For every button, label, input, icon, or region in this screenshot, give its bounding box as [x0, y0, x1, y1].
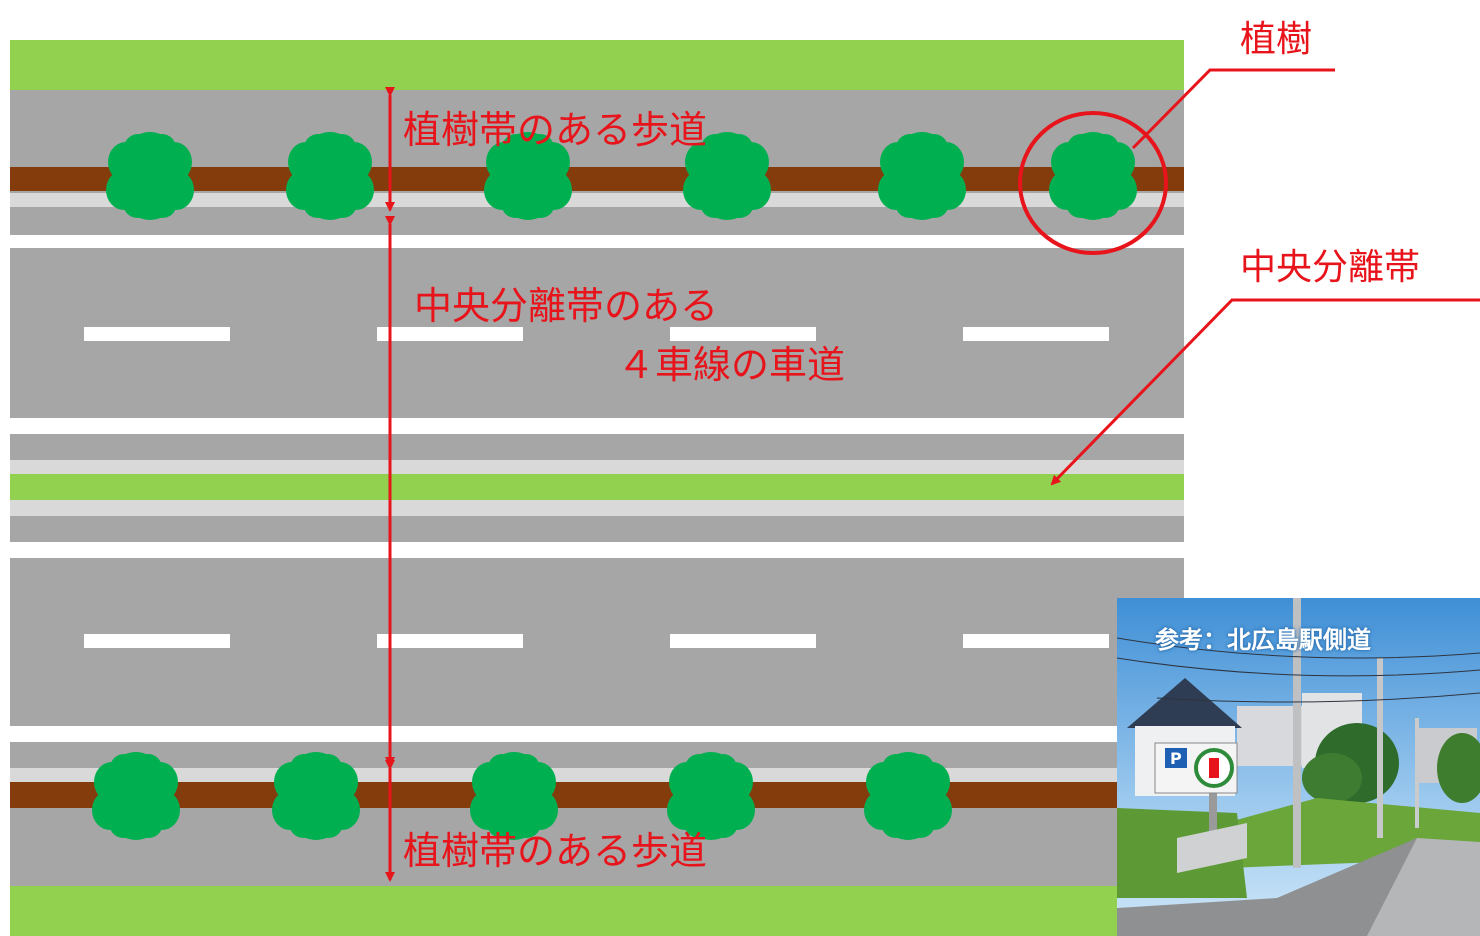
- tree-icon: [286, 132, 374, 220]
- photo-title: 参考：北広島駅側道: [1155, 626, 1371, 654]
- sidewalk-bottom-label: 植樹帯のある歩道: [403, 829, 708, 873]
- roadway-label-line1: 中央分離帯のある: [414, 284, 719, 328]
- tree-icon: [1049, 132, 1137, 220]
- photo-fence: [1177, 823, 1247, 873]
- photo-utility-pole: [1377, 658, 1383, 838]
- median-gray-top: [10, 434, 1184, 460]
- tree-icon: [864, 752, 952, 840]
- top-green-verge: [10, 40, 1184, 90]
- roadway-label-line2: ４車線の車道: [617, 343, 846, 387]
- median-green: [10, 474, 1184, 500]
- photo-sign-p: [1165, 748, 1187, 768]
- tree-icon: [683, 132, 771, 220]
- tree-icon: [878, 132, 966, 220]
- photo-house-roof: [1127, 678, 1242, 728]
- lane-dashes-lower: [84, 634, 1109, 648]
- top-sidewalk: [10, 90, 1184, 235]
- median-gray-bottom: [10, 516, 1184, 542]
- tree-icon: [272, 752, 360, 840]
- tree-icon: [484, 132, 572, 220]
- photo-sign-letter: P: [1170, 749, 1182, 768]
- bottom-curb-strip: [10, 768, 1184, 782]
- tree-icon: [92, 752, 180, 840]
- photo-sidewalk: [1367, 838, 1480, 936]
- lane-dashes-upper: [84, 327, 1109, 341]
- reference-photo: P 参考：北広島駅側道: [1117, 598, 1480, 936]
- median-leader-line: [1050, 298, 1480, 486]
- photo-sign-logo-seven: [1209, 758, 1219, 778]
- trees-bottom-row: [92, 752, 952, 840]
- median-curb-bottom: [10, 500, 1184, 516]
- bottom-sidewalk: [10, 742, 1184, 886]
- tree-icon: [106, 132, 194, 220]
- trees-top-row: [106, 132, 1137, 220]
- tree-icon: [667, 752, 755, 840]
- top-tree-belt: [10, 167, 1184, 191]
- planting-leader-line: [1131, 68, 1335, 150]
- median-label: 中央分離帯: [1240, 247, 1421, 288]
- bottom-tree-belt: [10, 782, 1184, 808]
- bottom-green-verge: [10, 886, 1184, 936]
- photo-wires: [1117, 637, 1480, 703]
- photo-sign-pole: [1209, 788, 1217, 858]
- photo-tree: [1437, 733, 1480, 803]
- planting-label: 植樹: [1240, 19, 1313, 60]
- sidewalk-top-label: 植樹帯のある歩道: [403, 108, 708, 152]
- median-curb-top: [10, 460, 1184, 474]
- tree-icon: [470, 752, 558, 840]
- photo-tree: [1302, 753, 1362, 803]
- planting-highlight-circle: [1018, 111, 1168, 255]
- photo-utility-pole: [1293, 598, 1301, 868]
- photo-utility-pole: [1415, 718, 1419, 828]
